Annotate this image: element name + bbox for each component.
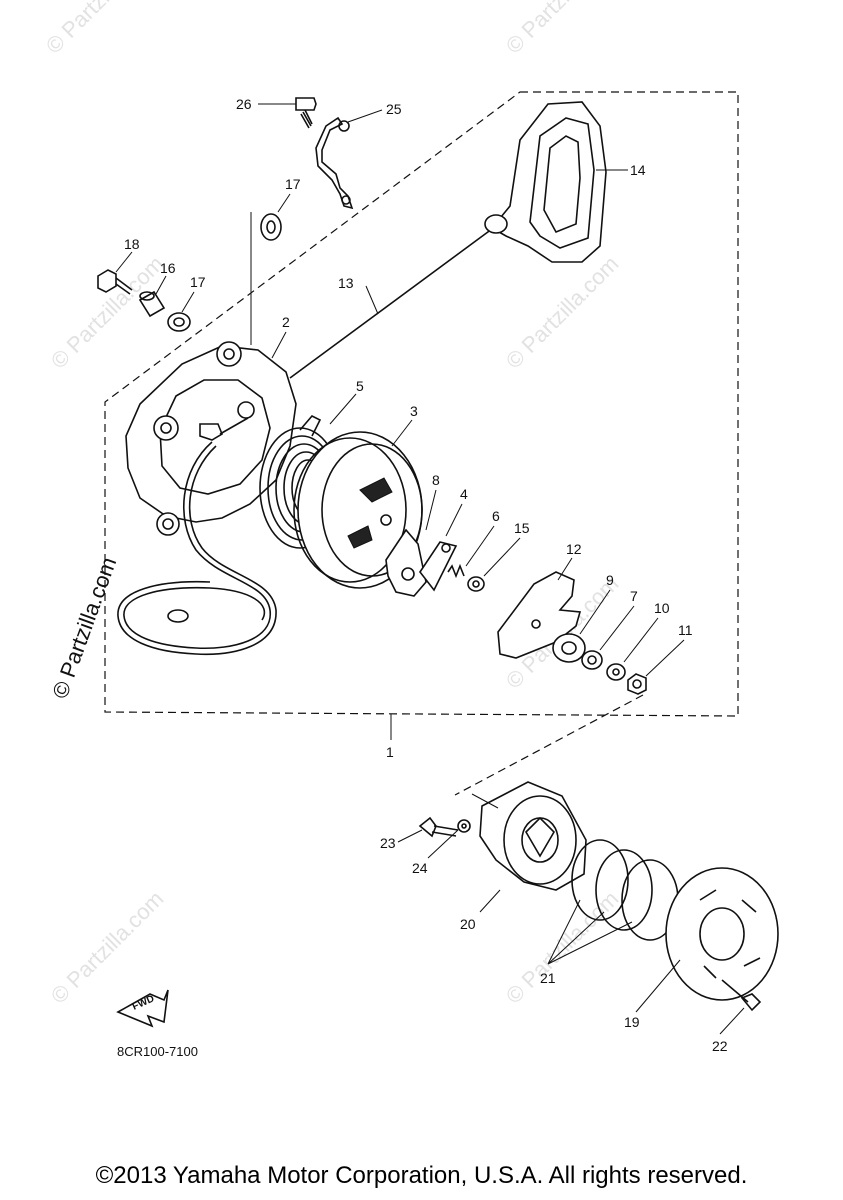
case-part-2 xyxy=(125,341,297,536)
reel-part-3 xyxy=(293,431,423,589)
diagram-code: 8CR100-7100 xyxy=(117,1044,198,1059)
forward-arrow-icon: FWD xyxy=(116,989,169,1028)
assembly-boundary-leader xyxy=(454,694,644,796)
rope-part-13 xyxy=(289,225,497,379)
part-label-8: 8 xyxy=(432,472,440,488)
washer-part-15 xyxy=(467,576,485,592)
bolt-part-23 xyxy=(418,816,459,838)
part-label-17-top: 17 xyxy=(285,176,301,192)
collar-part-17-top xyxy=(260,213,282,241)
assembly-boundary xyxy=(104,91,739,717)
part-label-4: 4 xyxy=(460,486,468,502)
handle-part-14 xyxy=(484,101,607,263)
part-label-17-lower: 17 xyxy=(190,274,206,290)
part-label-21: 21 xyxy=(540,970,556,986)
part-label-7: 7 xyxy=(630,588,638,604)
collar-part-16 xyxy=(138,290,166,318)
spring-part-6 xyxy=(447,563,465,579)
part-label-25: 25 xyxy=(386,101,402,117)
part-label-26: 26 xyxy=(236,96,252,112)
part-label-19: 19 xyxy=(624,1014,640,1030)
part-label-18: 18 xyxy=(124,236,140,252)
part-label-5: 5 xyxy=(356,378,364,394)
flange-part-19 xyxy=(665,867,779,1001)
nut-part-11 xyxy=(627,673,647,695)
part-label-1: 1 xyxy=(386,744,394,760)
watermark: © Partzilla.com xyxy=(501,886,624,1009)
part-label-2: 2 xyxy=(282,314,290,330)
watermark-side: © Partzilla.com xyxy=(47,554,121,702)
bolt-part-22 xyxy=(721,979,762,1012)
part-label-11: 11 xyxy=(678,622,693,638)
part-label-23: 23 xyxy=(380,835,396,851)
lock-washer-part-10 xyxy=(606,663,626,681)
part-label-12: 12 xyxy=(566,541,582,557)
part-label-20: 20 xyxy=(460,916,476,932)
part-label-15: 15 xyxy=(514,520,530,536)
washer-part-24 xyxy=(457,819,471,833)
part-label-24: 24 xyxy=(412,860,428,876)
part-label-16: 16 xyxy=(160,260,176,276)
bracket-part-25 xyxy=(315,116,354,210)
part-label-9: 9 xyxy=(606,572,614,588)
part-label-22: 22 xyxy=(712,1038,728,1054)
guide-part-4 xyxy=(419,541,458,592)
part-label-6: 6 xyxy=(492,508,500,524)
part-label-10: 10 xyxy=(654,600,670,616)
rope-coil xyxy=(117,441,277,656)
watermark: © Partzilla.com xyxy=(501,0,624,59)
pawl-part-8 xyxy=(385,528,427,597)
part-label-3: 3 xyxy=(410,403,418,419)
watermark: © Partzilla.com xyxy=(501,251,624,374)
collar-part-17-lower xyxy=(167,312,191,332)
watermark: © Partzilla.com xyxy=(46,886,169,1009)
watermark: © Partzilla.com xyxy=(41,0,164,59)
washer-part-7 xyxy=(581,650,603,670)
copyright-notice: ©2013 Yamaha Motor Corporation, U.S.A. A… xyxy=(95,1162,748,1189)
bolt-part-26 xyxy=(295,97,317,129)
bearing-part-9 xyxy=(552,633,586,663)
part-label-14: 14 xyxy=(630,162,646,178)
part-labels: 26 25 17 14 18 16 17 13 2 5 3 8 4 6 15 1… xyxy=(124,96,728,1054)
bolt-part-18 xyxy=(97,269,133,295)
part-label-13: 13 xyxy=(338,275,354,291)
pulley-part-20 xyxy=(479,781,587,891)
